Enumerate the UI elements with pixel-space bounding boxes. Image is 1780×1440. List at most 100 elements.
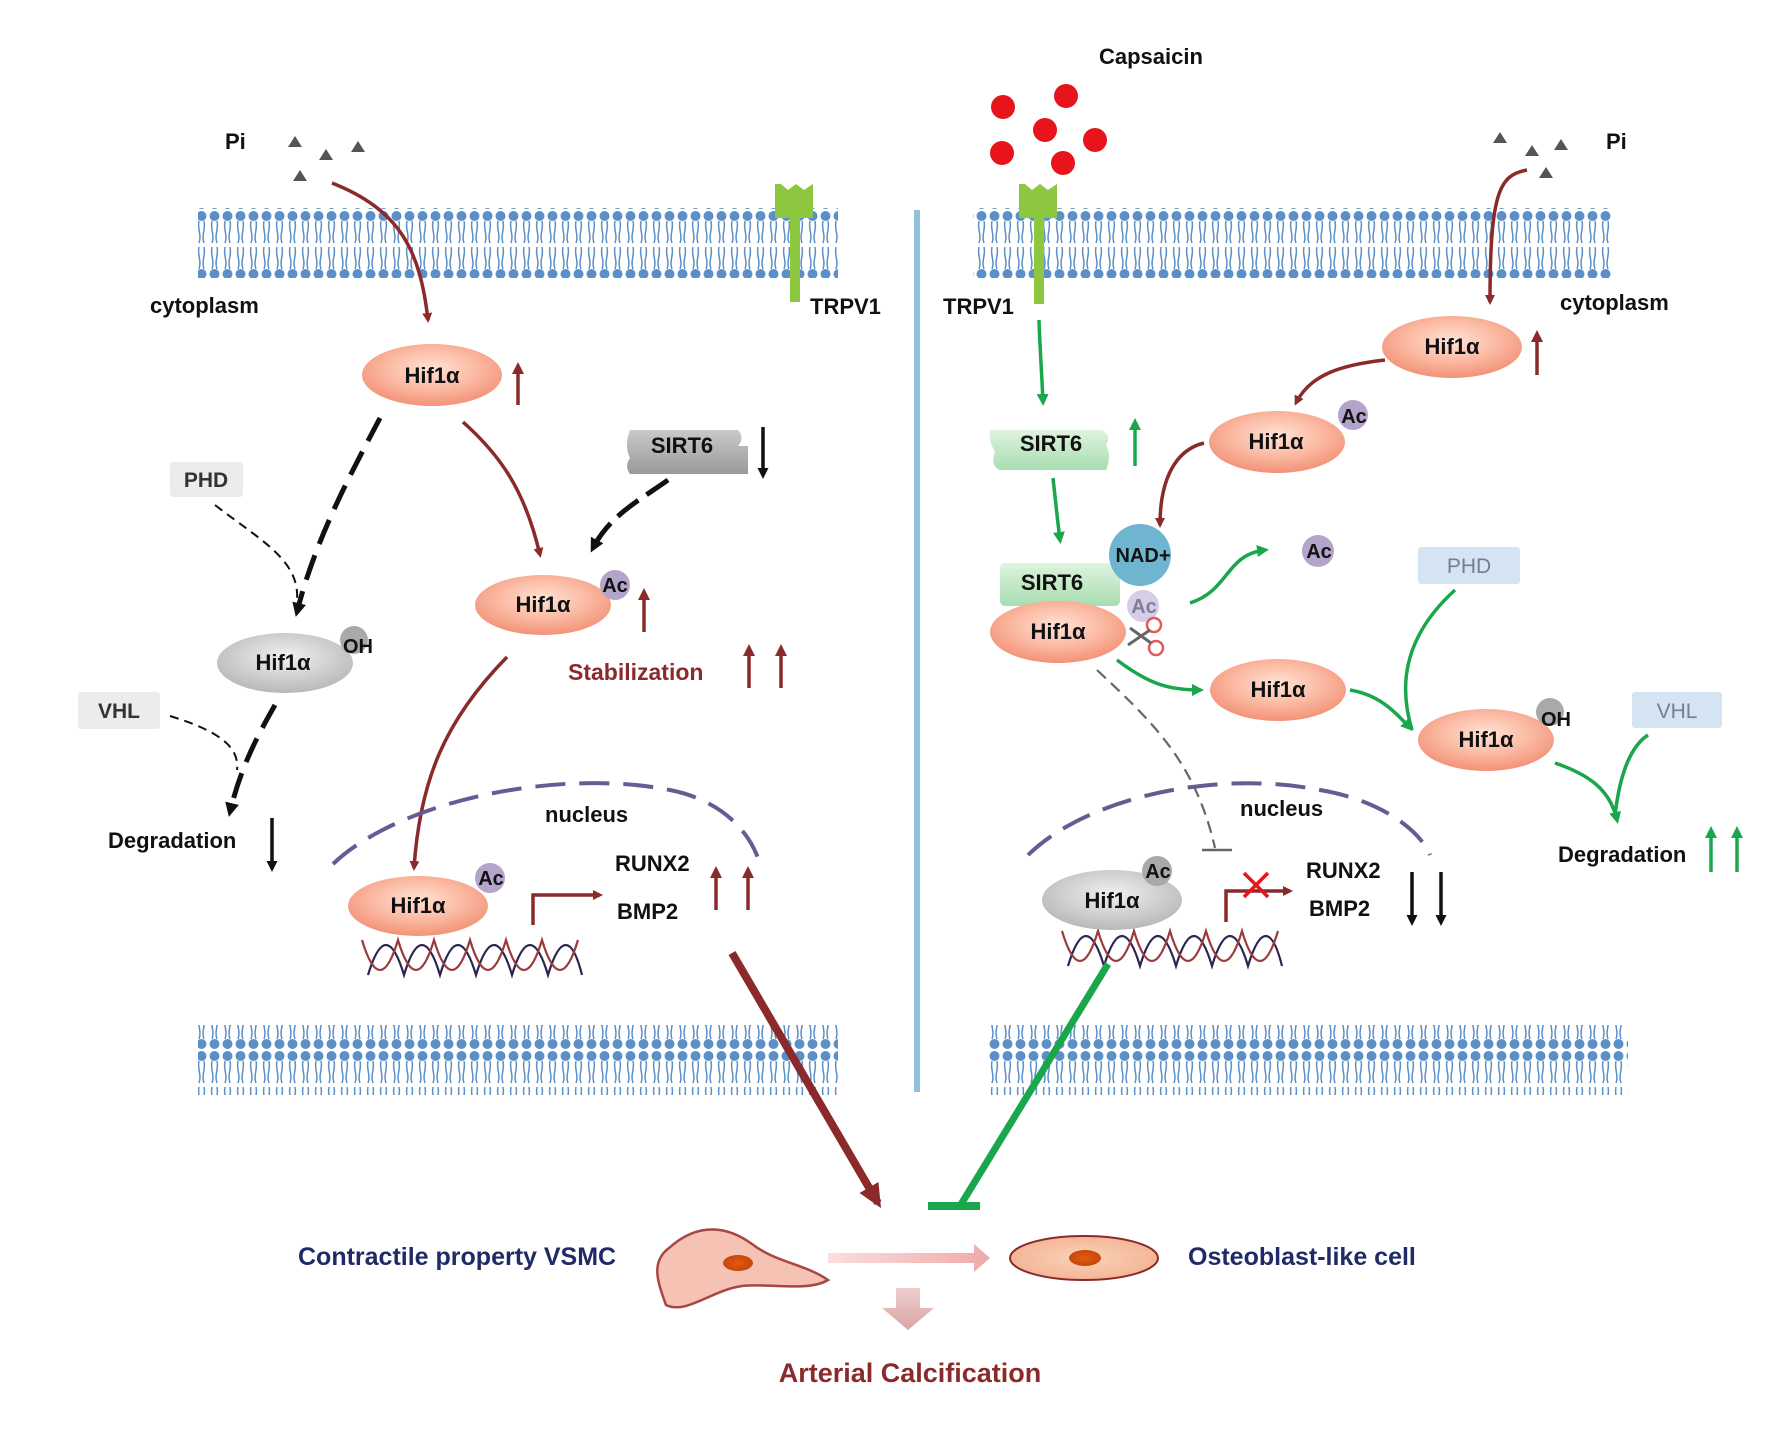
sirt6-shape-right-top [989,430,1109,470]
hif1a-label-left-nuclear: Hif1α [390,893,446,918]
nucleus-label-left: nucleus [545,802,628,827]
hif1a-label-left-top: Hif1α [404,363,460,388]
hif1a-label-left-hydroxylated: Hif1α [255,650,311,675]
dna-helix-right [1060,927,1284,970]
trpv1-label-right: TRPV1 [943,294,1014,319]
sirt6-label-left: SIRT6 [651,433,713,458]
nuclear-translocation-arrow-left [409,655,509,871]
vhl-label-left: VHL [98,700,140,723]
hif1a-node-right-deacetylated [1210,659,1346,721]
vsmc-label: Contractile property VSMC [298,1243,616,1271]
ac-label-right-released: Ac [1306,541,1332,563]
sirt6-shape-left [627,430,748,474]
vhl-arrow-right [1613,733,1650,816]
sirt6-binding-arrow-right [1051,477,1065,544]
sirt6-label-right-bound: SIRT6 [1021,570,1083,595]
hif1a-node-left-nuclear [348,876,488,936]
hif1a-node-left-acetylated [475,575,611,635]
transdifferentiation-arrow [828,1244,990,1272]
inhibition-line-to-calcification [957,962,1111,1208]
trpv1-label-left: TRPV1 [810,294,881,319]
hif1a-node-left-hydroxylated [217,633,353,693]
hif1a-label-left-acetylated: Hif1α [515,592,571,617]
sirt6-label-right-top: SIRT6 [1020,431,1082,456]
pi-ions-right [1493,132,1568,178]
phd-arrow-right [1403,588,1457,731]
nad-badge [1109,524,1171,586]
osteoblast-label: Osteoblast-like cell [1188,1243,1416,1271]
dna-helix-left [360,936,584,979]
vhl-box-right [1632,692,1722,728]
hydroxylation-arrow-right [1349,688,1413,731]
hif1a-node-right-hydroxylated [1418,709,1554,771]
hif1a-label-right-top: Hif1α [1424,334,1480,359]
runx2-label-left: RUNX2 [615,851,690,876]
bmp2-label-right: BMP2 [1309,896,1370,921]
pi-label-left: Pi [225,129,246,154]
hif1a-label-right-hydroxylated: Hif1α [1458,727,1514,752]
ac-label-right-bound: Ac [1131,596,1157,618]
nad-label: NAD+ [1115,545,1170,567]
outcome-arrow [882,1288,934,1330]
phd-label-right: PHD [1447,555,1491,578]
cytoplasm-label-left: cytoplasm [150,293,259,318]
cytoplasm-label-right: cytoplasm [1560,290,1669,315]
membrane-left-top [198,208,838,278]
degradation-label-right: Degradation [1558,842,1686,867]
hif1a-label-right-acetylated: Hif1α [1248,429,1304,454]
trpv1-channel-left [775,184,813,302]
degradation-label-left: Degradation [108,828,236,853]
membrane-right-top [973,208,1613,278]
degradation-arrow-left [225,703,278,817]
oh-badge-right [1536,698,1564,726]
pi-ions-left [288,136,365,181]
ac-badge-left-stabilized [600,570,630,600]
nuclear-envelope-right [1026,781,1432,857]
sirt6-shape-right-bound [1000,563,1120,606]
vhl-dashed-arrow-left [169,715,239,771]
ac-badge-right-bound [1127,590,1159,622]
inhibition-dashed-right [1096,669,1217,849]
release-arrow-right [1115,658,1204,696]
hif1a-label-right-nuclear: Hif1α [1084,888,1140,913]
trpv1-channel-right [1019,184,1057,304]
blocked-x-icon [1242,871,1270,899]
ac-label-right-acetylated: Ac [1341,406,1367,428]
acetylation-arrow-right [1294,358,1386,406]
ac-label-right-nuclear: Ac [1145,861,1171,883]
osteoblast-nucleus [1069,1250,1101,1266]
ac-badge-right-released [1302,535,1334,567]
scissors-icon [1127,616,1165,657]
vhl-label-right: VHL [1657,700,1698,723]
oh-label-right: OH [1541,709,1571,731]
nucleus-label-right: nucleus [1240,796,1323,821]
hif1a-label-right-bound: Hif1α [1030,619,1086,644]
ac-badge-left-nuclear [475,863,505,893]
hif1a-node-right-nuclear [1042,870,1182,930]
capsaicin-molecules [990,84,1107,175]
pi-label-right: Pi [1606,129,1627,154]
membrane-left-bottom [198,1025,838,1095]
stabilization-label: Stabilization [568,659,703,685]
ac-badge-right-acetylated [1338,400,1368,430]
phd-dashed-arrow-left [214,504,299,601]
hif1a-node-right-acetylated [1209,411,1345,473]
hif1a-label-right-deacetylated: Hif1α [1250,677,1306,702]
acetylation-arrow-left [461,420,544,558]
transcription-arrow-right [1224,886,1293,922]
sirt6-dashed-arrow-left [590,477,670,553]
trpv1-activation-arrow [1036,319,1049,406]
deacetylation-arrow-right [1155,441,1205,528]
transcription-arrow-left [531,890,603,925]
phd-label-left: PHD [184,469,228,492]
vhl-box-left [78,692,160,729]
ac-label-left-nuclear: Ac [478,868,504,890]
ac-release-arrow [1189,545,1269,605]
phd-box-left [170,462,243,497]
membrane-right-bottom [988,1025,1628,1095]
bmp2-label-left: BMP2 [617,899,678,924]
capsaicin-label: Capsaicin [1099,44,1203,69]
vsmc-nucleus [723,1255,753,1271]
